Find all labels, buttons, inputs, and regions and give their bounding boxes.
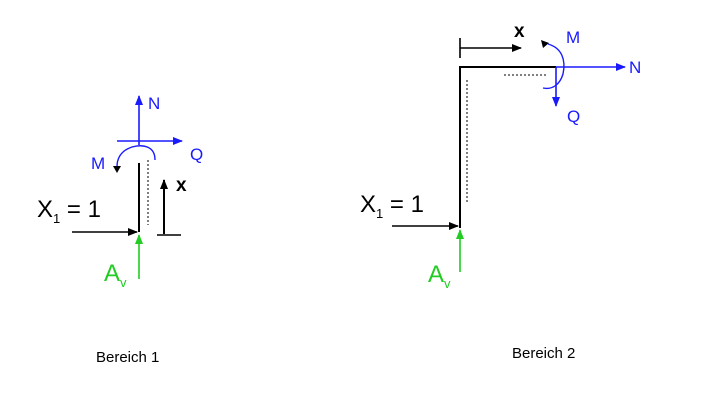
region2-reaction-symbol: A — [428, 261, 445, 288]
region2-reaction-subscript: v — [444, 276, 451, 291]
region1-load-value: = 1 — [60, 196, 101, 223]
region1-moment-label: M — [91, 154, 106, 173]
region1-moment-arrowhead — [113, 166, 121, 173]
region1-reaction-label: Av — [104, 260, 127, 290]
region2-moment-label: M — [566, 28, 581, 47]
region2-frame — [459, 66, 556, 228]
region2-diagram — [392, 38, 626, 272]
region2-moment-arrowhead — [541, 40, 549, 48]
region2-load-value: = 1 — [383, 191, 424, 218]
region1-normal-force-label: N — [148, 94, 161, 113]
region1-reaction-subscript: v — [120, 275, 127, 290]
region1-coordinate-label: x — [176, 175, 187, 196]
region1-load-symbol: X — [37, 196, 54, 223]
region1-load-subscript: 1 — [53, 211, 61, 226]
region1-moment-arc — [116, 145, 156, 168]
region2-coordinate-label: x — [514, 21, 525, 42]
region2-load-subscript: 1 — [376, 206, 384, 221]
region2-moment-arc — [542, 43, 565, 90]
region2-load-symbol: X — [360, 191, 377, 218]
region2-caption: Bereich 2 — [512, 345, 576, 362]
region2-shear-force-label: Q — [567, 107, 581, 126]
region2-reaction-label: Av — [428, 261, 451, 291]
region1-diagram — [72, 95, 183, 279]
region1-caption: Bereich 1 — [96, 349, 160, 366]
region1-reaction-symbol: A — [104, 260, 121, 287]
region1-shear-force-label: Q — [190, 145, 204, 164]
region2-normal-force-label: N — [629, 58, 642, 77]
region2-load-label: X1 = 1 — [360, 191, 424, 221]
region1-load-label: X1 = 1 — [37, 196, 101, 226]
